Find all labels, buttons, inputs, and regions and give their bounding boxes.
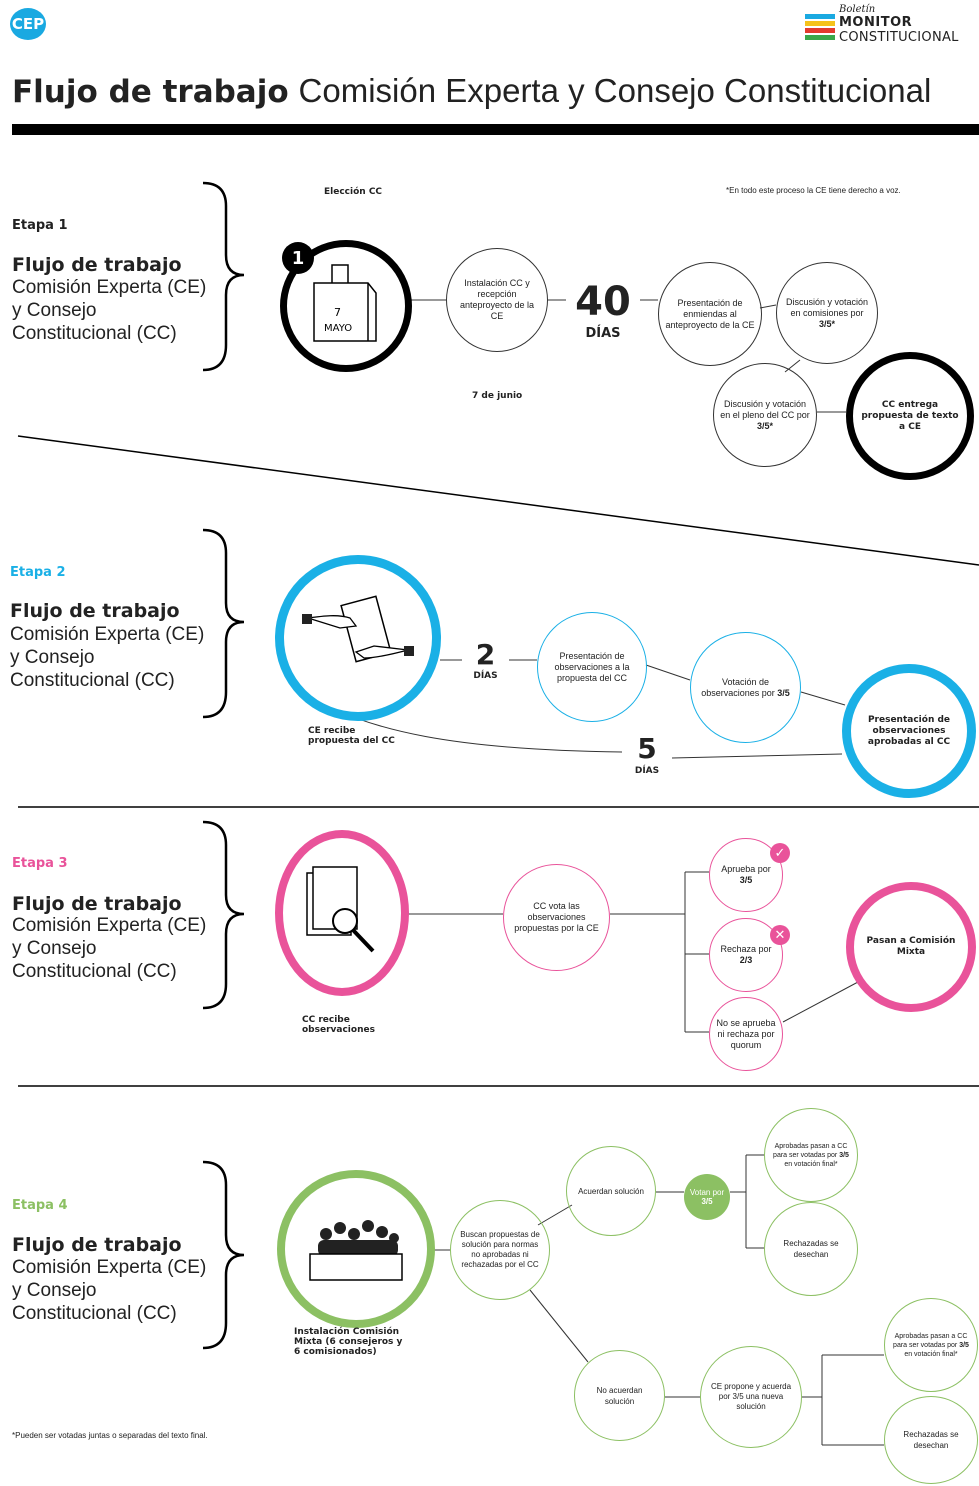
presentacion-observaciones-text: Presentación de observaciones a la propu… bbox=[554, 650, 630, 683]
days-2-number: 2 bbox=[475, 638, 496, 671]
stage1-number-badge: 1 bbox=[282, 242, 314, 274]
footnote: *Pueden ser votadas juntas o separadas d… bbox=[12, 1431, 208, 1440]
no-se-aprueba-text: No se aprueba ni rechaza por quorum bbox=[716, 1017, 776, 1050]
rechazadas-node-1: Rechazadas se desechan bbox=[764, 1202, 858, 1296]
stage1-label: Etapa 1 bbox=[12, 218, 68, 233]
presentacion-enmiendas-text: Presentación de enmiendas al anteproyect… bbox=[665, 297, 755, 330]
pasan-comision-mixta-node: Pasan a Comisión Mixta bbox=[846, 882, 976, 1012]
votacion-observaciones-node: Votación de observaciones por 3/5 bbox=[690, 632, 801, 743]
instalacion-comision-mixta-label: Instalación Comisión Mixta (6 consejeros… bbox=[294, 1327, 403, 1357]
cross-icon: ✕ bbox=[770, 925, 790, 945]
stage2-flow-sub: Comisión Experta (CE) y Consejo Constitu… bbox=[10, 624, 205, 691]
discusion-pleno-text: Discusión y votación en el pleno del CC … bbox=[720, 398, 810, 431]
ce-recibe-circle bbox=[275, 555, 441, 721]
presentacion-enmiendas-node: Presentación de enmiendas al anteproyect… bbox=[658, 262, 762, 366]
aprobadas-pasan-text-2: Aprobadas pasan a CC para ser votadas po… bbox=[893, 1332, 969, 1358]
cc-entrega-node: CC entrega propuesta de texto a CE bbox=[846, 352, 974, 480]
acuerdan-solucion-node: Acuerdan solución bbox=[566, 1146, 656, 1236]
eleccion-cc-circle: 7 MAYO bbox=[280, 240, 412, 372]
ce-recibe-label: CE recibe propuesta del CC bbox=[308, 726, 395, 746]
stage-braces bbox=[202, 181, 245, 1350]
ce-propone-node: CE propone y acuerda por 3/5 una nueva s… bbox=[700, 1346, 802, 1448]
handing-document-icon bbox=[302, 595, 414, 663]
stage4-label: Etapa 4 bbox=[12, 1198, 68, 1213]
check-icon: ✓ bbox=[770, 843, 790, 863]
aprobadas-pasan-node-2: Aprobadas pasan a CC para ser votadas po… bbox=[884, 1298, 978, 1392]
ballot-box-icon: 7 MAYO bbox=[313, 264, 377, 342]
instalacion-cc-node: Instalación CC y recepción anteproyecto … bbox=[446, 248, 548, 352]
votan-text: Votan por 3/5 bbox=[689, 1188, 725, 1206]
aprueba-node: Aprueba por 3/5 bbox=[709, 838, 783, 912]
days-2-label: DÍAS bbox=[473, 671, 498, 681]
stage3-flow-sub: Comisión Experta (CE) y Consejo Constitu… bbox=[12, 915, 207, 982]
brand-monitor: MONITOR bbox=[839, 15, 913, 30]
buscan-propuestas-node: Buscan propuestas de solución para norma… bbox=[450, 1200, 550, 1300]
page-title: Flujo de trabajo Comisión Experta y Cons… bbox=[12, 72, 931, 110]
brand-boletin: Boletín bbox=[839, 4, 876, 15]
no-se-aprueba-node: No se aprueba ni rechaza por quorum bbox=[709, 997, 783, 1071]
votacion-observaciones-text: Votación de observaciones por 3/5 bbox=[701, 676, 790, 698]
cc-recibe-circle bbox=[275, 830, 409, 996]
aprobadas-pasan-text-1: Aprobadas pasan a CC para ser votadas po… bbox=[773, 1142, 849, 1168]
rechaza-text: Rechaza por 2/3 bbox=[720, 944, 772, 965]
rechazadas-node-2: Rechazadas se desechan bbox=[884, 1396, 978, 1484]
title-underline bbox=[12, 124, 979, 135]
ballot-month: MAYO bbox=[324, 323, 352, 334]
instalacion-cc-text: Instalación CC y recepción anteproyecto … bbox=[459, 278, 535, 321]
discusion-comisiones-node: Discusión y votación en comisiones por 3… bbox=[776, 262, 878, 364]
acuerdan-solucion-text: Acuerdan solución bbox=[578, 1186, 644, 1196]
discusion-pleno-node: Discusión y votación en el pleno del CC … bbox=[713, 363, 817, 467]
rechaza-node: Rechaza por 2/3 bbox=[709, 918, 783, 992]
discusion-comisiones-text: Discusión y votación en comisiones por 3… bbox=[785, 296, 869, 329]
days-5-number: 5 bbox=[637, 732, 657, 765]
days-40-number: 40 bbox=[575, 279, 631, 325]
stage4-flow-sub: Comisión Experta (CE) y Consejo Constitu… bbox=[12, 1257, 207, 1324]
stage1-note: *En todo este proceso la CE tiene derech… bbox=[726, 186, 901, 195]
buscan-propuestas-text: Buscan propuestas de solución para norma… bbox=[460, 1230, 540, 1269]
cc-recibe-label: CC recibe observaciones bbox=[302, 1015, 375, 1035]
group-people-icon bbox=[309, 1220, 403, 1281]
presentacion-aprobadas-text: Presentación de observaciones aprobadas … bbox=[867, 714, 951, 747]
pasan-comision-mixta-text: Pasan a Comisión Mixta bbox=[866, 936, 956, 957]
instalacion-comision-mixta-circle bbox=[277, 1170, 435, 1328]
aprueba-text: Aprueba por 3/5 bbox=[721, 864, 771, 885]
rechazadas-text-1: Rechazadas se desechan bbox=[783, 1239, 839, 1259]
days-40-label: DÍAS bbox=[585, 326, 621, 341]
no-acuerdan-text: No acuerdan solución bbox=[596, 1385, 643, 1406]
ce-propone-text: CE propone y acuerda por 3/5 una nueva s… bbox=[710, 1382, 792, 1411]
cc-vota-node: CC vota las observaciones propuestas por… bbox=[503, 864, 610, 971]
cc-entrega-text: CC entrega propuesta de texto a CE bbox=[861, 399, 959, 432]
days-5-label: DÍAS bbox=[634, 766, 660, 776]
brand-constitucional: CONSTITUCIONAL bbox=[839, 30, 959, 45]
votan-node: Votan por 3/5 bbox=[684, 1174, 730, 1220]
page-title-bold: Flujo de trabajo bbox=[12, 74, 289, 110]
presentacion-aprobadas-node: Presentación de observaciones aprobadas … bbox=[842, 664, 976, 798]
cep-logo: CEP bbox=[10, 8, 46, 40]
cc-vota-text: CC vota las observaciones propuestas por… bbox=[514, 901, 599, 933]
rechazadas-text-2: Rechazadas se desechan bbox=[903, 1430, 959, 1450]
stage1-flow-sub: Comisión Experta (CE) y Consejo Constitu… bbox=[12, 277, 207, 344]
stage3-label: Etapa 3 bbox=[12, 856, 68, 871]
brand-bars bbox=[805, 14, 835, 42]
no-acuerdan-node: No acuerdan solución bbox=[574, 1350, 665, 1441]
stage1-flow-title: Flujo de trabajo bbox=[12, 254, 182, 276]
presentacion-observaciones-node: Presentación de observaciones a la propu… bbox=[537, 612, 647, 722]
ballot-day: 7 bbox=[334, 306, 341, 319]
stage4-flow-title: Flujo de trabajo bbox=[12, 1234, 182, 1256]
stage3-flow-title: Flujo de trabajo bbox=[12, 893, 182, 915]
stage2-flow-title: Flujo de trabajo bbox=[10, 600, 180, 622]
aprobadas-pasan-node-1: Aprobadas pasan a CC para ser votadas po… bbox=[764, 1108, 858, 1202]
monitor-constitucional-logo: Boletín MONITOR CONSTITUCIONAL bbox=[805, 4, 975, 46]
eleccion-cc-label: Elección CC bbox=[324, 187, 383, 197]
magnifier-document-icon bbox=[306, 866, 375, 953]
fecha-junio-label: 7 de junio bbox=[472, 391, 523, 401]
page-title-rest: Comisión Experta y Consejo Constituciona… bbox=[298, 72, 932, 109]
stage2-label: Etapa 2 bbox=[10, 565, 66, 580]
